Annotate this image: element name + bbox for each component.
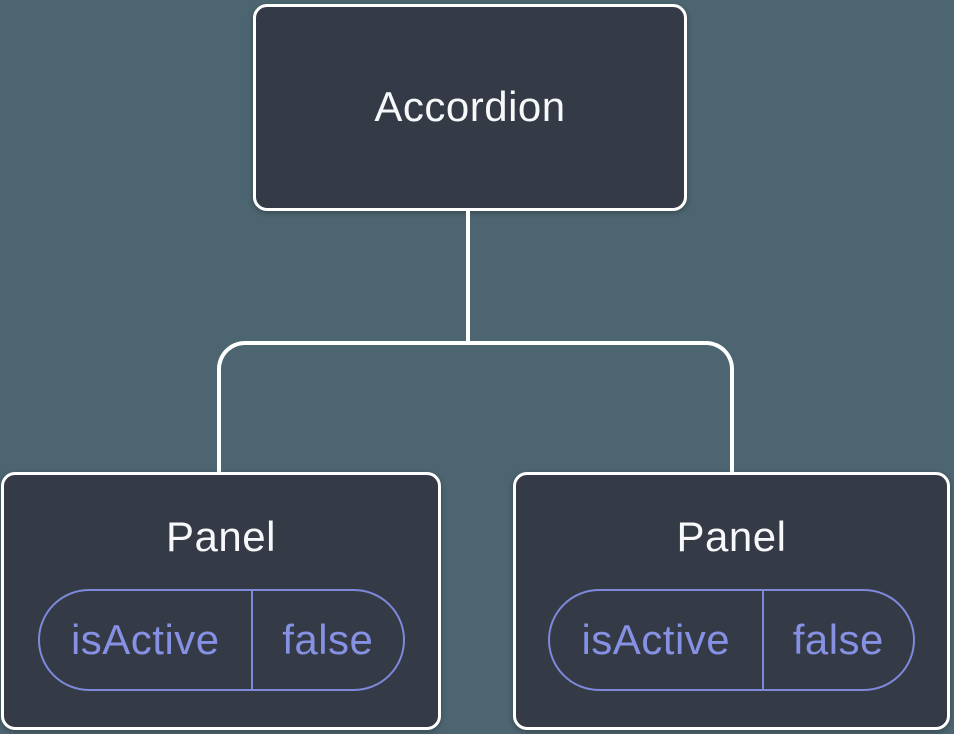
state-pill: isActive false xyxy=(548,589,915,691)
panel-node-card-right: Panel isActive false xyxy=(513,472,950,730)
root-node-card-accordion: Accordion xyxy=(253,4,687,211)
state-pill: isActive false xyxy=(37,589,405,691)
connector-branch-bracket xyxy=(217,341,734,475)
root-node-label: Accordion xyxy=(374,83,566,131)
state-name: isActive xyxy=(40,591,254,689)
panel-node-card-left: Panel isActive false xyxy=(1,472,441,730)
panel-node-label: Panel xyxy=(676,513,787,560)
panel-node-label: Panel xyxy=(166,513,276,560)
state-name: isActive xyxy=(550,591,764,689)
state-value: false xyxy=(282,616,374,663)
connector-stem-line xyxy=(466,209,470,343)
state-value: false xyxy=(792,616,884,663)
